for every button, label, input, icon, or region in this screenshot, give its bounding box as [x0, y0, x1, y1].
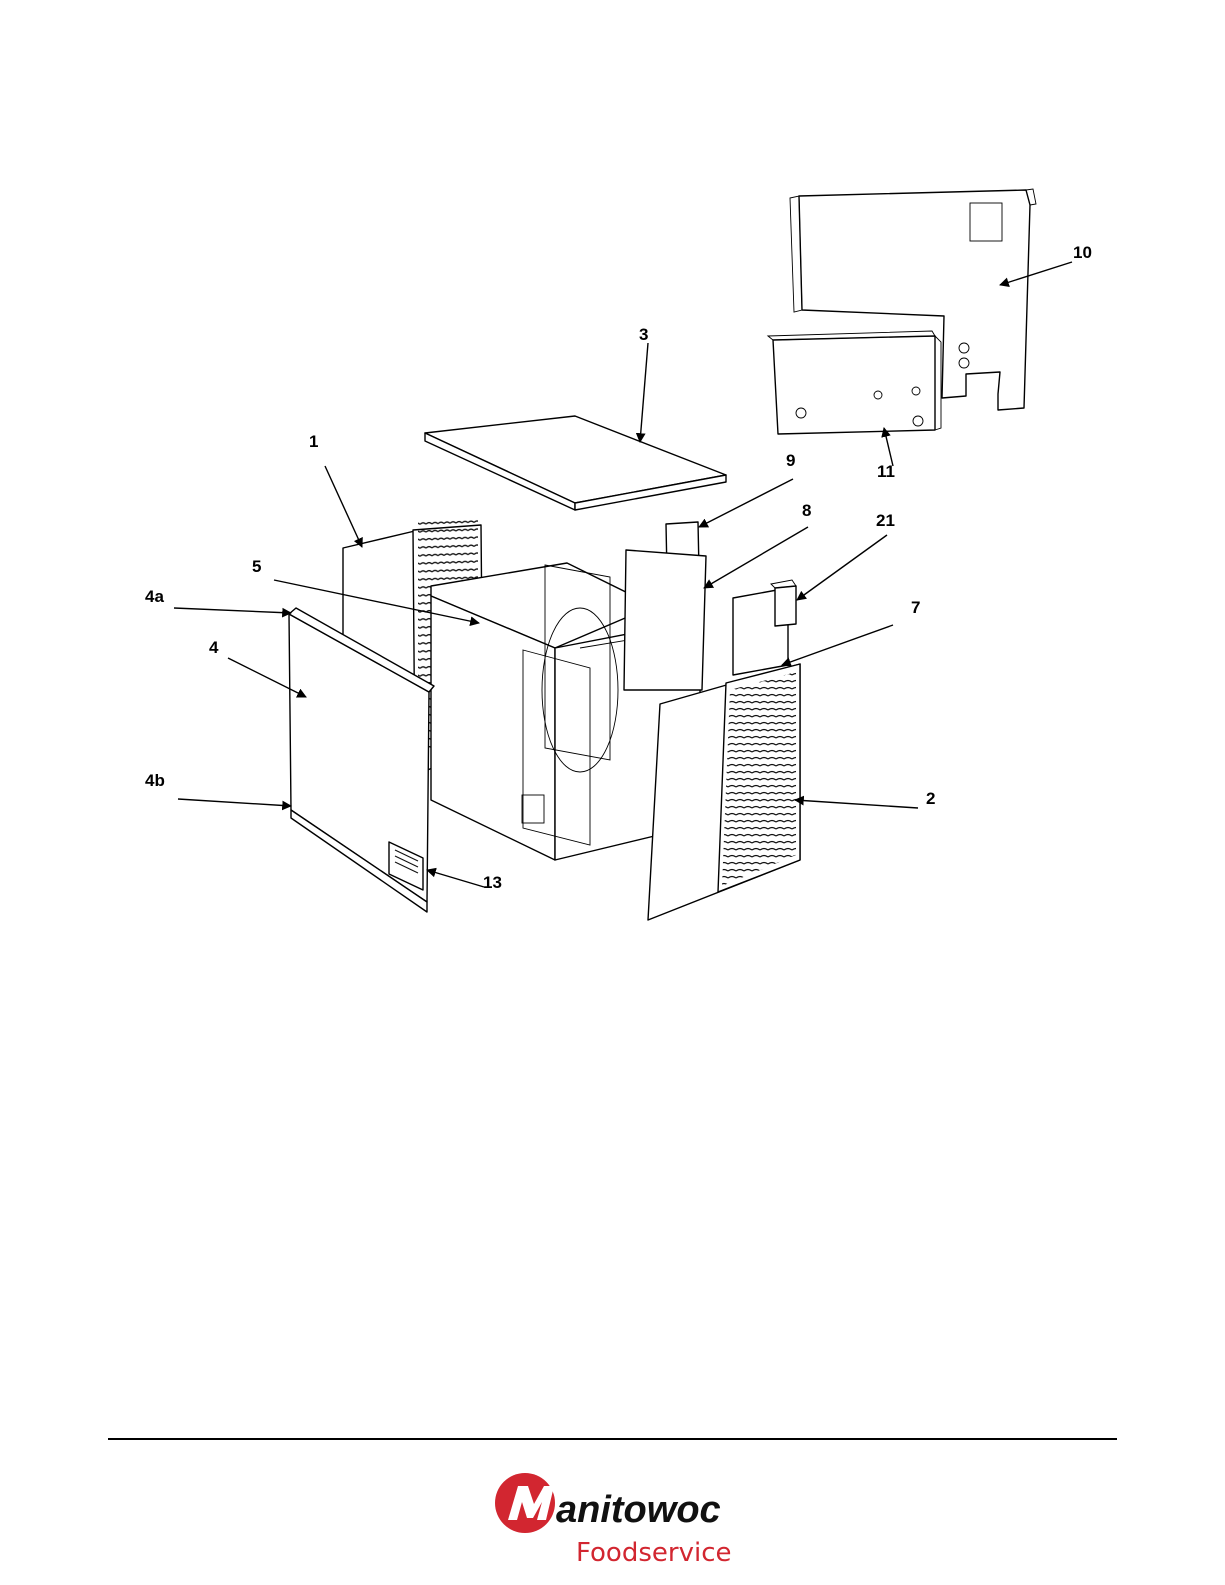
leader-4b	[178, 799, 291, 806]
part-8-partition	[624, 550, 706, 690]
part-2-right-side-panel	[648, 664, 800, 920]
callout-8: 8	[802, 501, 811, 520]
callout-7: 7	[911, 598, 920, 617]
leader-11	[884, 428, 893, 466]
leader-3	[640, 343, 648, 442]
leader-2	[795, 800, 918, 808]
part-3-top-cover	[425, 416, 726, 510]
logo-brand-text: anitowoc	[556, 1489, 721, 1531]
part-11-control-bracket	[768, 331, 941, 434]
callout-10: 10	[1073, 243, 1092, 262]
callout-11: 11	[877, 462, 895, 481]
callout-13: 13	[483, 873, 502, 892]
callout-4b: 4b	[145, 771, 165, 790]
leader-8	[704, 527, 808, 588]
leader-21	[797, 535, 887, 600]
leader-7	[782, 625, 893, 665]
footer-rule	[108, 1438, 1117, 1440]
callout-21: 21	[876, 511, 895, 530]
manitowoc-foodservice-logo: anitowoc Foodservice	[494, 1472, 734, 1567]
callout-4a: 4a	[145, 587, 164, 606]
callout-2: 2	[926, 789, 935, 808]
leader-4a	[174, 608, 291, 613]
logo-division-text: Foodservice	[576, 1538, 731, 1567]
part-21-bracket	[771, 580, 796, 626]
callout-3: 3	[639, 325, 648, 344]
callout-9: 9	[786, 451, 795, 470]
callout-1: 1	[309, 432, 318, 451]
callout-4: 4	[209, 638, 219, 657]
callout-5: 5	[252, 557, 261, 576]
leader-9	[699, 479, 793, 527]
leader-13	[427, 870, 484, 887]
leader-1	[325, 466, 362, 547]
